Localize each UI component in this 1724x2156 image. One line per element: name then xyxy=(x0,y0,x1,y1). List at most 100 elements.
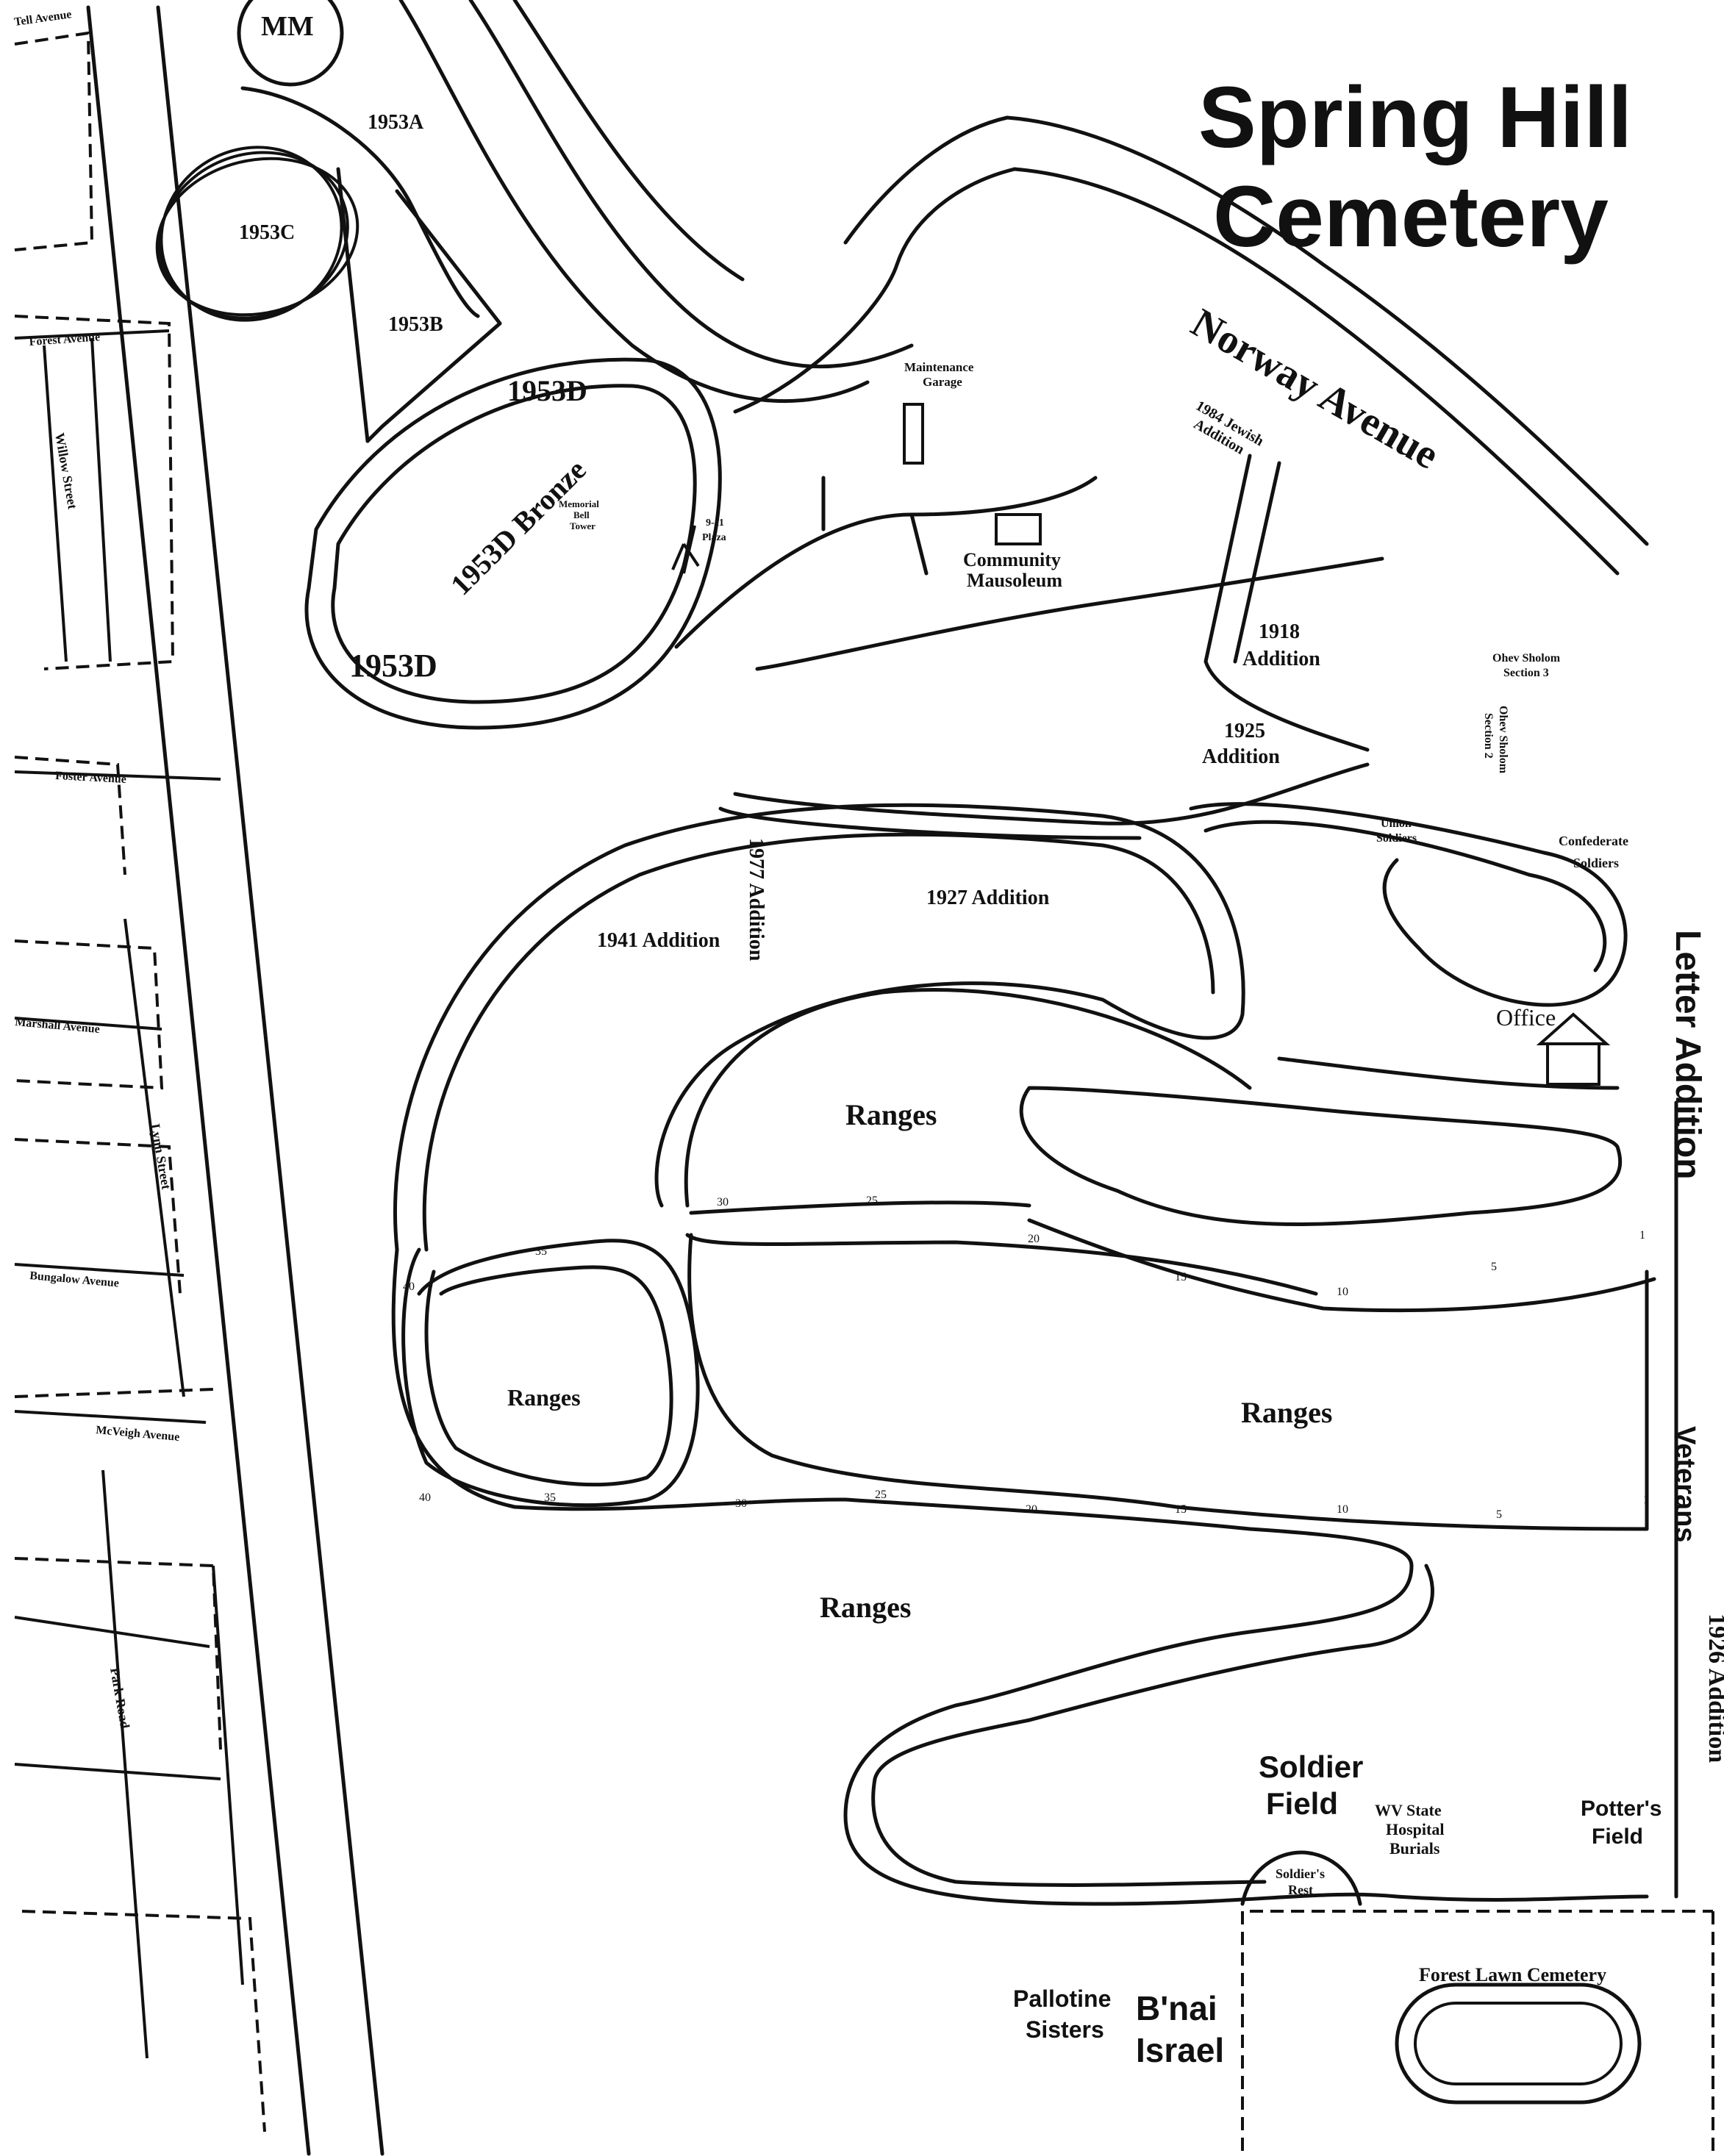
svg-text:Soldier's: Soldier's xyxy=(1276,1866,1325,1881)
svg-text:Potter's: Potter's xyxy=(1581,1797,1662,1821)
svg-text:Soldiers: Soldiers xyxy=(1573,856,1619,870)
svg-text:Ohev Sholom: Ohev Sholom xyxy=(1497,706,1509,774)
svg-text:Field: Field xyxy=(1266,1786,1338,1821)
svg-text:Tower: Tower xyxy=(570,520,595,531)
addition-1927-label: 1927 Addition xyxy=(926,887,1050,909)
svg-text:Garage: Garage xyxy=(923,375,962,389)
confederate-soldiers-label: Confederate Soldiers xyxy=(1559,834,1628,870)
mcveigh-avenue-label: McVeigh Avenue xyxy=(96,1424,180,1444)
addition-1977-label: 1977 Addition xyxy=(745,838,768,961)
addition-1925-label: 1925 Addition xyxy=(1202,720,1280,768)
svg-text:Hospital: Hospital xyxy=(1386,1820,1444,1838)
addition-1941-label: 1941 Addition xyxy=(597,929,720,952)
letter-addition-label: Letter Addition xyxy=(1668,930,1707,1180)
section-1953c-label: 1953C xyxy=(239,221,295,244)
svg-text:Mausoleum: Mausoleum xyxy=(967,570,1062,591)
office-building xyxy=(1536,1012,1611,1086)
svg-text:Addition: Addition xyxy=(1242,648,1320,670)
svg-text:Maintenance: Maintenance xyxy=(904,360,974,374)
svg-text:Burials: Burials xyxy=(1389,1839,1440,1858)
svg-text:Israel: Israel xyxy=(1136,2031,1224,2069)
office-label: Office xyxy=(1496,1004,1556,1031)
svg-text:Section 3: Section 3 xyxy=(1503,667,1549,679)
ranges-label-2: Ranges xyxy=(507,1384,581,1411)
marshall-avenue-label: Marshall Avenue xyxy=(15,1016,101,1036)
svg-text:Community: Community xyxy=(963,549,1061,570)
svg-text:10: 10 xyxy=(1337,1503,1348,1516)
svg-text:1: 1 xyxy=(1639,1229,1645,1242)
svg-text:Plaza: Plaza xyxy=(702,532,726,543)
jewish-1984-label: 1984 Jewish Addition xyxy=(1191,398,1267,458)
soldier-field-label: Soldier Field xyxy=(1259,1749,1363,1821)
park-road-label: Park Road xyxy=(107,1666,132,1730)
memorial-bell-tower-label: Memorial Bell Tower xyxy=(559,498,599,531)
willow-street-label: Willow Street xyxy=(52,431,80,510)
union-soldiers-label: Union Soldiers xyxy=(1376,817,1417,845)
veterans-label: Veterans xyxy=(1670,1426,1700,1542)
svg-text:Pallotine: Pallotine xyxy=(1013,1985,1111,2012)
lynn-street-label: Lynn Street xyxy=(148,1122,174,1190)
ranges-label-4: Ranges xyxy=(820,1591,911,1624)
section-1953a-label: 1953A xyxy=(368,111,424,134)
svg-text:35: 35 xyxy=(535,1245,547,1258)
svg-text:Ohev Sholom: Ohev Sholom xyxy=(1492,652,1561,665)
maintenance-garage-label: Maintenance Garage xyxy=(904,360,974,389)
range-markers-row2: 40 35 30 25 20 15 10 5 1 xyxy=(419,1489,1649,1521)
svg-text:5: 5 xyxy=(1491,1261,1497,1273)
tell-avenue-label: Tell Avenue xyxy=(13,8,72,29)
svg-text:WV State: WV State xyxy=(1375,1801,1442,1819)
svg-text:30: 30 xyxy=(735,1497,747,1510)
svg-text:Soldiers: Soldiers xyxy=(1376,832,1417,845)
ranges-label-3: Ranges xyxy=(1241,1396,1332,1429)
svg-text:5: 5 xyxy=(1496,1508,1502,1521)
svg-text:B'nai: B'nai xyxy=(1136,1989,1217,2027)
mm-label: MM xyxy=(261,11,314,42)
svg-text:20: 20 xyxy=(1028,1233,1040,1245)
svg-text:Field: Field xyxy=(1592,1824,1643,1849)
svg-text:10: 10 xyxy=(1337,1286,1348,1298)
svg-text:9-11: 9-11 xyxy=(706,517,724,529)
potters-field-label: Potter's Field xyxy=(1581,1797,1662,1849)
section-1953d-bottom-label: 1953D xyxy=(349,648,437,684)
section-1953d-top-label: 1953D xyxy=(507,374,587,407)
forest-lawn-cemetery-label: Forest Lawn Cemetery xyxy=(1419,1964,1606,1985)
svg-text:Bell: Bell xyxy=(573,509,590,520)
section-1953b-label: 1953B xyxy=(388,313,443,336)
svg-text:40: 40 xyxy=(419,1491,431,1504)
bnai-israel-label: B'nai Israel xyxy=(1136,1989,1224,2069)
forest-lawn-oval xyxy=(1395,1983,1642,2105)
svg-text:30: 30 xyxy=(717,1196,729,1208)
ohev-sholom-3-label: Ohev Sholom Section 3 xyxy=(1492,652,1561,679)
svg-text:Confederate: Confederate xyxy=(1559,834,1628,848)
wv-state-hospital-label: WV State Hospital Burials xyxy=(1375,1801,1444,1858)
svg-text:1925: 1925 xyxy=(1224,720,1265,742)
svg-text:1918: 1918 xyxy=(1259,620,1300,643)
soldiers-rest-label: Soldier's Rest xyxy=(1276,1866,1325,1897)
svg-text:25: 25 xyxy=(866,1195,878,1207)
street-grid xyxy=(14,5,384,2156)
svg-text:20: 20 xyxy=(1026,1503,1037,1516)
svg-text:15: 15 xyxy=(1175,1271,1187,1283)
svg-text:Rest: Rest xyxy=(1288,1883,1313,1897)
svg-text:15: 15 xyxy=(1175,1503,1187,1516)
addition-1918-label: 1918 Addition xyxy=(1242,620,1320,670)
plaza-911-label: 9-11 Plaza xyxy=(671,517,726,574)
foster-avenue-label: Foster Avenue xyxy=(55,770,126,786)
svg-text:25: 25 xyxy=(875,1489,887,1501)
svg-text:1: 1 xyxy=(1643,1494,1649,1506)
mausoleum-building xyxy=(995,513,1042,545)
svg-text:Memorial: Memorial xyxy=(559,498,599,509)
community-mausoleum-label: Community Mausoleum xyxy=(963,549,1062,591)
title-line2: Cemetery xyxy=(1213,168,1609,265)
mm-circle xyxy=(237,0,344,87)
pallotine-sisters-label: Pallotine Sisters xyxy=(1013,1985,1111,2043)
range-markers-row1: 30 25 20 15 10 5 1 35 40 xyxy=(403,1195,1645,1298)
svg-text:35: 35 xyxy=(544,1491,556,1504)
svg-text:Sisters: Sisters xyxy=(1026,2016,1104,2043)
svg-text:Union: Union xyxy=(1381,817,1412,830)
section-1953c-circle xyxy=(155,146,360,322)
bungalow-avenue-label: Bungalow Avenue xyxy=(29,1269,120,1290)
svg-text:40: 40 xyxy=(403,1281,415,1293)
